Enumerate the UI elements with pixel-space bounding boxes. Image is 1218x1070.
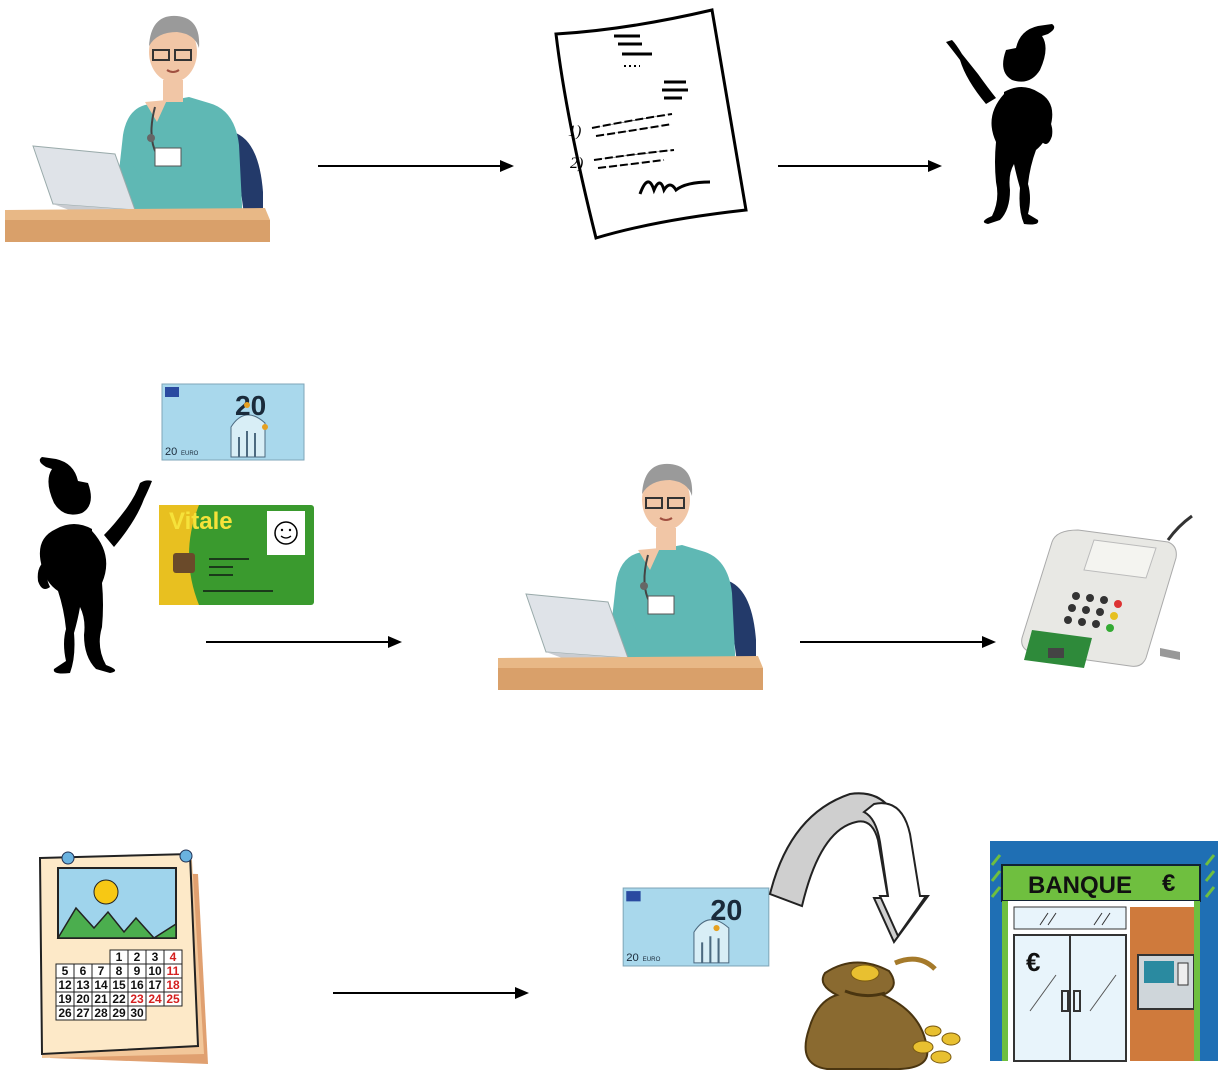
svg-text:1): 1) (568, 123, 581, 140)
banknote-2-currency: EURO (643, 956, 661, 963)
banknote-2-value: 20 (710, 895, 742, 927)
calendar-day-number: 17 (148, 978, 162, 992)
bank-sign-euro: € (1162, 870, 1175, 897)
calendar-day-number: 24 (148, 992, 162, 1006)
calendar-day-number: 13 (76, 978, 90, 992)
calendar-day-number: 1 (116, 950, 123, 964)
bank-building-figure: BANQUE € € (990, 841, 1218, 1062)
calendar-day-number: 12 (58, 978, 72, 992)
calendar-day-number: 15 (112, 978, 126, 992)
calendar-day-cell (163, 991, 183, 1007)
banknote-value-small: 20 (165, 446, 177, 458)
banknote-2-value-small: 20 (626, 952, 639, 964)
svg-text:2): 2) (570, 155, 583, 172)
calendar-day-number: 3 (152, 950, 159, 964)
calendar-day-number: 28 (94, 1006, 108, 1020)
patient-silhouette-figure-2 (22, 455, 154, 690)
doctor-at-laptop-figure-2 (498, 458, 763, 690)
vitale-card-figure: Vitale (159, 505, 314, 605)
calendar-day-number: 8 (116, 964, 123, 978)
calendar-day-number: 26 (58, 1006, 72, 1020)
calendar-day-number: 25 (166, 992, 180, 1006)
banknote-value: 20 (235, 390, 266, 421)
calendar-day-number: 20 (76, 992, 90, 1006)
calendar-day-number: 6 (80, 964, 87, 978)
flow-arrow-1 (318, 160, 514, 172)
calendar-day-number: 5 (62, 964, 69, 978)
euro-banknote-figure: 20 20 EURO (161, 383, 305, 461)
deposit-curved-arrow (764, 792, 930, 944)
flow-arrow-3 (206, 636, 402, 648)
calendar-day-number: 16 (130, 978, 144, 992)
doctor-at-laptop-figure (5, 10, 270, 242)
calendar-day-number: 7 (98, 964, 105, 978)
calendar-day-number: 11 (167, 964, 180, 978)
flow-arrow-5 (333, 987, 529, 999)
euro-banknote-figure-2: 20 20 EURO (621, 887, 771, 967)
prescription-paper-figure: 1) 2) (552, 8, 750, 240)
flow-arrow-2 (778, 160, 942, 172)
calendar-day-number: 2 (134, 950, 141, 964)
calendar-day-number: 23 (130, 992, 144, 1006)
calendar-day-number: 19 (58, 992, 72, 1006)
vitale-brand: Vitale (169, 508, 233, 535)
bank-door-euro: € (1026, 947, 1040, 977)
calendar-day-number: 14 (94, 978, 108, 992)
calendar-day-number: 18 (166, 978, 180, 992)
banknote-currency: EURO (181, 451, 199, 457)
calendar-day-number: 22 (112, 992, 126, 1006)
calendar-day-cell (127, 1005, 147, 1021)
calendar-day-number: 4 (170, 950, 177, 964)
calendar-day-number: 30 (130, 1006, 144, 1020)
calendar-day-number: 10 (148, 964, 162, 978)
patient-silhouette-figure (946, 20, 1066, 232)
calendar-day-number: 9 (134, 964, 141, 978)
calendar-day-number: 29 (112, 1006, 126, 1020)
money-bag-figure (804, 953, 965, 1070)
card-reader-terminal-figure (1018, 510, 1198, 675)
calendar-day-number: 27 (76, 1006, 90, 1020)
calendar-day-number: 21 (94, 992, 108, 1006)
bank-sign-text: BANQUE (1028, 872, 1132, 899)
flow-arrow-4 (800, 636, 996, 648)
